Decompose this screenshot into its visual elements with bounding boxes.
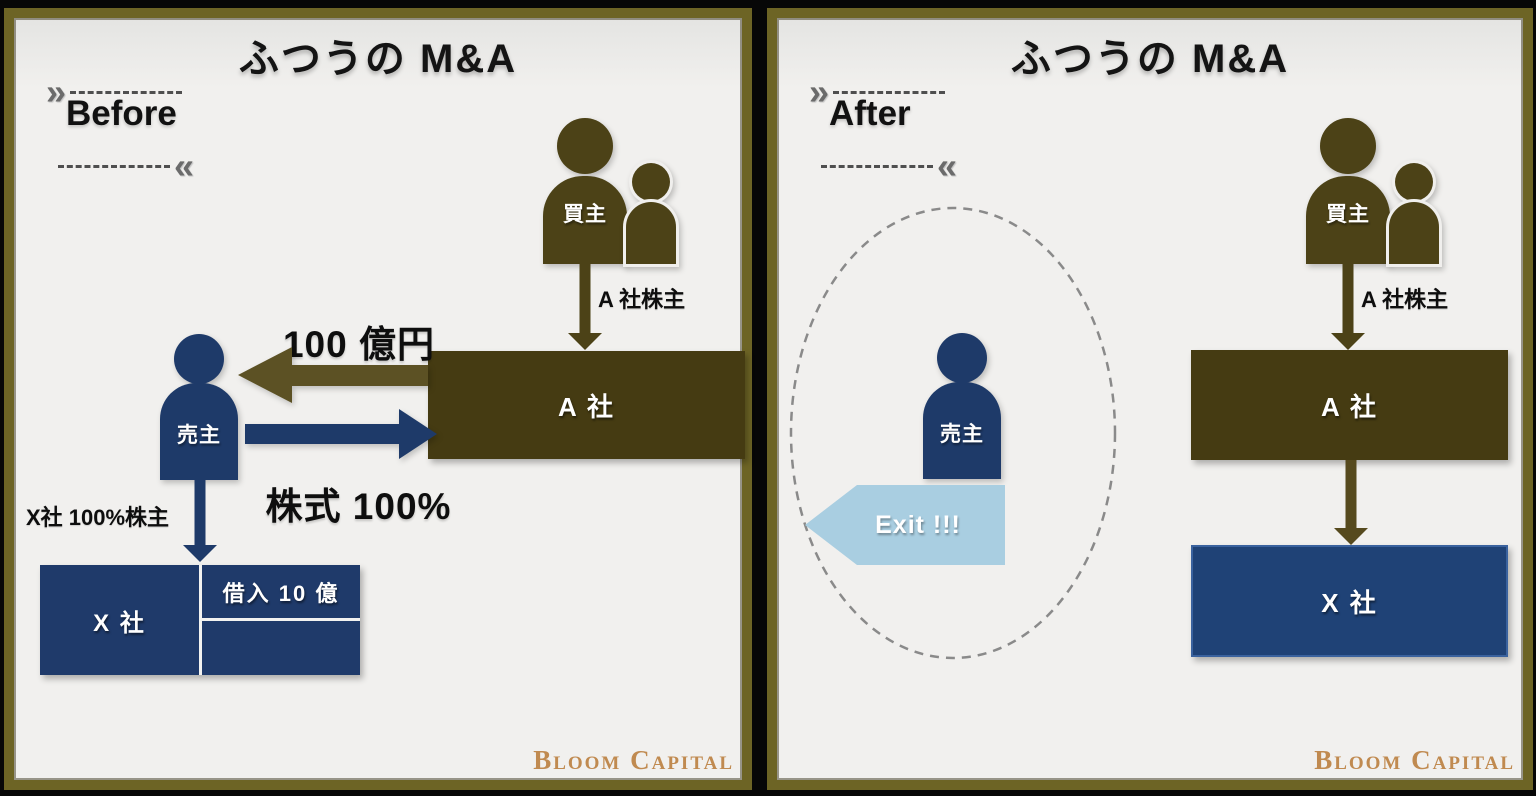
dashed-line <box>70 90 183 94</box>
arrow-shaft <box>290 365 428 386</box>
page-title: ふつうの M&A <box>1010 37 1290 81</box>
person-head-icon <box>1395 163 1433 201</box>
badge-arrow-top: » <box>809 71 949 112</box>
debt-label: 借入 10 億 <box>222 580 340 606</box>
brand-logo: Bloom Capital <box>1314 745 1515 775</box>
person-torso: 売主 <box>160 383 238 480</box>
chevron-left-icon: « <box>174 145 195 186</box>
arrow-head <box>1331 333 1365 350</box>
person-head-icon <box>1320 118 1376 174</box>
arrow-shaft <box>579 264 591 333</box>
arrow-head <box>238 347 292 403</box>
person-torso: 売主 <box>923 382 1001 479</box>
buyer-person-icon: 買主 <box>543 118 627 264</box>
payment-arrow-icon <box>238 347 428 403</box>
person-head-icon <box>557 118 613 174</box>
person-torso <box>1389 202 1439 264</box>
after-panel: ふつうの M&A » After « 売主 Exit !!! 買主 <box>767 8 1533 790</box>
company-a-label: A 社 <box>557 391 616 422</box>
seller-to-company-x-arrow-icon <box>183 480 217 562</box>
stage-label: Before <box>66 94 177 133</box>
arrow-head <box>399 409 437 459</box>
payment-label: 100 億円 <box>282 324 435 365</box>
page-title: ふつうの M&A <box>238 37 518 81</box>
company-a-box: A 社 <box>1191 350 1508 460</box>
company-x-label: X 社 <box>1321 587 1378 618</box>
company-a-label: A 社 <box>1320 391 1379 422</box>
dashed-line <box>833 90 946 94</box>
shares-arrow-icon <box>245 409 437 459</box>
person-torso: 買主 <box>543 176 627 264</box>
debt-cell: 借入 10 億 <box>202 565 360 618</box>
buyer-small-person-icon <box>626 163 676 264</box>
dashed-line <box>58 164 170 168</box>
arrow-head <box>183 545 217 562</box>
buyer-to-company-a-arrow-icon <box>1331 264 1365 350</box>
chevron-right-icon: » <box>809 71 830 112</box>
arrow-shaft <box>1345 460 1357 528</box>
buyer-role-label: A 社株主 <box>1361 287 1449 312</box>
company-a-box: A 社 <box>428 351 745 459</box>
before-badge: » Before « <box>34 71 254 188</box>
stage-label: After <box>829 94 911 133</box>
chevron-right-icon: » <box>46 71 67 112</box>
arrow-shaft <box>1342 264 1354 333</box>
arrow-shaft <box>194 480 206 545</box>
after-badge: » After « <box>797 71 1017 188</box>
seller-role-label: X社 100%株主 <box>26 505 170 530</box>
exit-label: Exit !!! <box>875 510 961 539</box>
seller-label: 売主 <box>940 423 984 446</box>
buyer-label: 買主 <box>563 203 607 226</box>
buyer-to-company-a-arrow-icon <box>568 264 602 350</box>
company-x-box: X 社 借入 10 億 <box>40 565 360 675</box>
empty-cell <box>202 621 360 675</box>
person-torso <box>626 202 676 264</box>
person-head-icon <box>937 333 987 383</box>
buyer-small-person-icon <box>1389 163 1439 264</box>
before-panel: ふつうの M&A » Before « 買主 A 社株主 A 社 100 億円 <box>4 8 752 790</box>
person-torso: 買主 <box>1306 176 1390 264</box>
arrow-head <box>1334 528 1368 545</box>
company-x-label: X 社 <box>93 609 146 637</box>
buyer-person-icon: 買主 <box>1306 118 1390 264</box>
badge-arrow-top: » <box>46 71 186 112</box>
seller-person-icon: 売主 <box>160 334 238 480</box>
arrow-head <box>568 333 602 350</box>
badge-arrow-bottom: « <box>54 145 195 186</box>
exit-scope-circle-icon <box>789 206 1117 660</box>
arrow-shaft <box>245 424 401 444</box>
seller-person-icon: 売主 <box>923 333 1001 479</box>
person-head-icon <box>174 334 224 384</box>
seller-label: 売主 <box>177 424 221 447</box>
shares-label: 株式 100% <box>265 486 452 527</box>
buyer-label: 買主 <box>1326 203 1370 226</box>
company-x-cell: X 社 <box>40 565 199 675</box>
buyer-role-label: A 社株主 <box>598 287 686 312</box>
person-head-icon <box>632 163 670 201</box>
badge-arrow-bottom: « <box>817 145 958 186</box>
brand-logo: Bloom Capital <box>533 745 734 775</box>
company-a-to-x-arrow-icon <box>1333 460 1369 545</box>
company-x-box: X 社 <box>1191 545 1508 657</box>
chevron-left-icon: « <box>937 145 958 186</box>
dashed-line <box>821 164 933 168</box>
